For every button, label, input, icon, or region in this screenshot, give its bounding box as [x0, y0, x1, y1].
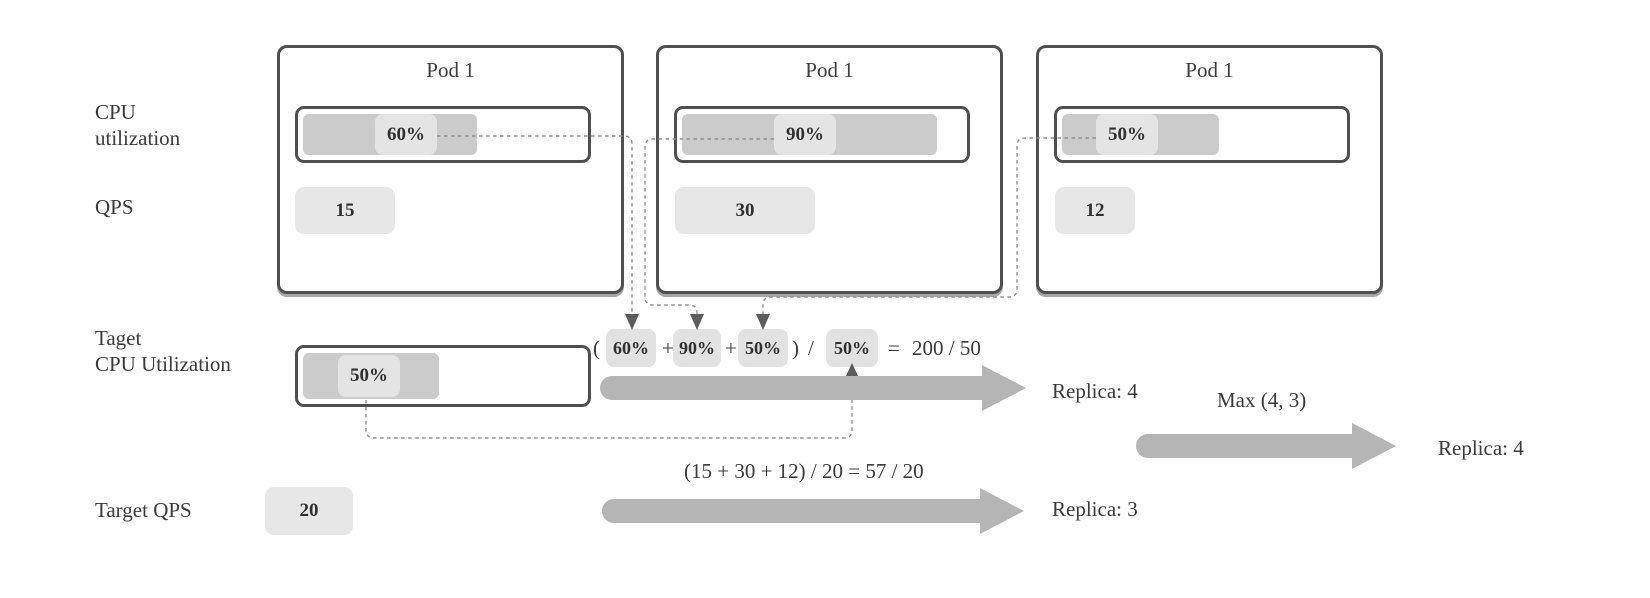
cpu-percent-chip: 90% [774, 114, 836, 155]
target-cpu-label: Taget CPU Utilization [95, 325, 231, 377]
formula-close-paren: ) [792, 336, 799, 360]
pod-box-1: Pod 1 60% 15 [277, 45, 624, 294]
max-function-label: Max (4, 3) [1217, 388, 1307, 412]
cpu-utilization-bar: 50% [1054, 106, 1350, 163]
qps-replica-result: Replica: 3 [1052, 497, 1138, 521]
target-cpu-percent-chip: 50% [338, 355, 400, 397]
pod-box-3: Pod 1 50% 12 [1036, 45, 1383, 294]
formula-term-90: 90% [673, 329, 721, 367]
qps-value-chip: 15 [295, 187, 395, 234]
cpu-percent-chip: 60% [375, 114, 437, 155]
cpu-percent-chip: 50% [1096, 114, 1158, 155]
qps-value-chip: 30 [675, 187, 815, 234]
cpu-label-line2: utilization [95, 126, 181, 150]
pod-title: Pod 1 [1185, 58, 1234, 82]
formula-plus: + [662, 336, 674, 360]
final-replica-result: Replica: 4 [1438, 436, 1524, 460]
cpu-replica-arrowhead-icon [982, 365, 1026, 411]
formula-term-60: 60% [606, 329, 656, 367]
arrowhead-down-60-icon [625, 314, 639, 330]
formula-term-50: 50% [738, 329, 788, 367]
target-cpu-bar: 50% [295, 345, 591, 407]
qps-label: QPS [95, 195, 134, 219]
target-qps-chip: 20 [265, 487, 353, 535]
qps-formula-text: (15 + 30 + 12) / 20 = 57 / 20 [684, 459, 924, 483]
target-qps-label: Target QPS [95, 498, 192, 522]
cpu-utilization-bar: 60% [295, 106, 591, 163]
target-cpu-label-line2: CPU Utilization [95, 352, 231, 376]
pod-title: Pod 1 [426, 58, 475, 82]
target-cpu-label-line1: Taget [95, 326, 142, 350]
formula-plus: + [725, 336, 737, 360]
qps-value-chip: 12 [1055, 187, 1135, 234]
arrowhead-down-90-icon [690, 314, 704, 330]
pod-box-2: Pod 1 90% 30 [656, 45, 1003, 294]
max-result-arrowhead-icon [1352, 423, 1396, 469]
qps-replica-arrowhead-icon [980, 488, 1024, 534]
formula-divisor-chip: 50% [826, 329, 878, 367]
formula-equals-sign: = [888, 336, 900, 360]
cpu-replica-result: Replica: 4 [1052, 379, 1138, 403]
cpu-utilization-label: CPU utilization [95, 99, 180, 151]
formula-result: 200 / 50 [912, 336, 981, 360]
pod-title: Pod 1 [805, 58, 854, 82]
cpu-label-line1: CPU [95, 100, 136, 124]
cpu-utilization-bar: 90% [674, 106, 970, 163]
arrowhead-down-50-icon [756, 314, 770, 330]
formula-divide-sign: / [808, 336, 814, 360]
formula-open-paren: ( [593, 336, 600, 360]
